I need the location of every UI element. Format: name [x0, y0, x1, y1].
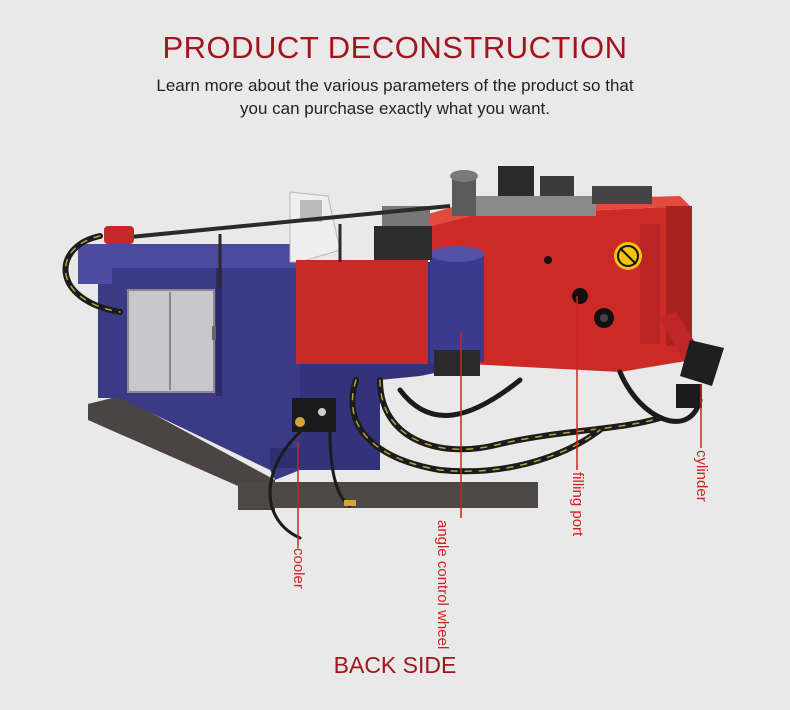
page-subtitle: Learn more about the various parameters …: [100, 74, 690, 120]
angle-control-wheel-top: [430, 246, 484, 262]
clamp-block: [374, 226, 432, 260]
callout-cooler: cooler: [290, 548, 307, 589]
die-rail: [476, 196, 596, 216]
angle-control-wheel: [430, 254, 484, 362]
cylinder-cap: [680, 340, 724, 386]
round-port-inner: [600, 314, 608, 322]
warning-sign-slash: [619, 247, 637, 265]
bend-die-cap: [450, 170, 478, 182]
bending-head-rib: [640, 224, 660, 344]
rear-clamp: [104, 226, 134, 244]
callout-lines: [297, 296, 702, 548]
warning-sign-ring: [617, 245, 639, 267]
hose-main: [377, 377, 663, 453]
small-port: [544, 256, 552, 264]
machine-body-top: [80, 244, 300, 268]
subtitle-line-1: Learn more about the various parameters …: [156, 76, 634, 95]
cooler-fitting: [318, 408, 326, 416]
callout-angle-control-line-2: wheel: [434, 610, 451, 650]
wheel-base: [434, 350, 480, 376]
page-title: PRODUCT DECONSTRUCTION: [162, 30, 628, 65]
hose-rear-stripe: [64, 235, 121, 313]
callout-angle-control-line-1: angle control: [434, 520, 451, 606]
top-pipe-rail: [119, 204, 451, 240]
mandrel-arm: [592, 186, 652, 204]
callout-filling-port: filling port: [569, 472, 586, 537]
hose-lower-stripe: [351, 379, 601, 472]
hose-mid: [397, 377, 523, 418]
machine-front-end: [78, 244, 112, 284]
bend-die-post: [452, 176, 476, 216]
base-skid: [88, 396, 275, 510]
cooler-line-fitting: [344, 500, 356, 506]
hydraulic-hoses: [62, 233, 703, 540]
control-panel-screen: [300, 200, 322, 222]
hose-main-stripe: [379, 379, 661, 451]
hose-lower: [349, 377, 603, 475]
cooler-block: [292, 398, 336, 432]
base-rail: [238, 482, 538, 508]
view-label: BACK SIDE: [333, 652, 457, 678]
cooler-line: [268, 430, 302, 540]
cooler-fitting: [295, 417, 305, 427]
body-seam: [216, 268, 222, 396]
filling-port-cap: [572, 288, 588, 304]
subtitle-line-2: you can purchase exactly what you want.: [240, 99, 550, 118]
callout-angle-control-wheel: angle control wheel: [434, 520, 451, 650]
red-side-panel: [296, 260, 428, 364]
hose-cylinder: [617, 369, 703, 424]
callout-cylinder: cylinder: [693, 450, 710, 502]
cabinet-handle: [212, 326, 216, 340]
